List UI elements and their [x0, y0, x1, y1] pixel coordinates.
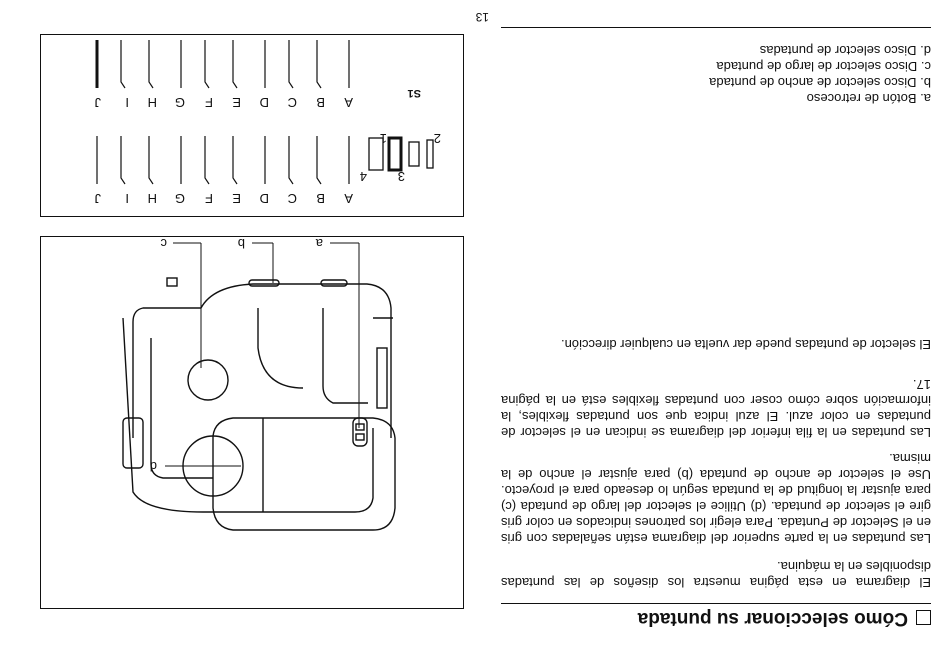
- stitch-pattern-upper-h: [148, 136, 154, 185]
- stitch-chart: 2 3 1 4 S1 A A B B C C D D E E F F G G H H I I J J: [95, 40, 441, 206]
- square-checkbox-icon: [916, 610, 931, 626]
- stitch-pattern-lower-f: [204, 40, 210, 89]
- machine-label-d: d: [150, 459, 157, 474]
- stitch-pattern-lower-h: [148, 40, 154, 89]
- paragraph-direction: El selector de puntadas puede dar vuelta…: [560, 337, 931, 352]
- stitch-pattern-upper-f: [204, 136, 210, 185]
- machine-label-c: c: [160, 238, 167, 251]
- stitch-letter-upper-g: G: [175, 191, 185, 206]
- section-heading: Cómo seleccionar su puntada: [638, 607, 931, 629]
- series-label: S1: [408, 87, 421, 99]
- heading-rule: [501, 603, 931, 604]
- section-title: Cómo seleccionar su puntada: [637, 608, 908, 629]
- stitch-letter-upper-j: J: [95, 191, 102, 206]
- sewing-machine-figure: a b c d: [40, 236, 464, 609]
- machine-label-b: b: [238, 238, 245, 251]
- stitch-pattern-lower-c: [288, 40, 294, 89]
- stitch-pattern-upper-e: [232, 136, 238, 185]
- stitch-letter-upper-e: E: [232, 191, 241, 206]
- callout-c: c. Disco selector de largo de puntada: [716, 59, 931, 74]
- width-option-3: 3: [398, 169, 405, 184]
- stitch-letter-upper-i: I: [125, 191, 129, 206]
- stitch-pattern-upper-b: [316, 136, 322, 185]
- stitch-pattern-upper-c: [288, 136, 294, 185]
- width-option-4: 4: [360, 169, 367, 184]
- paragraph-bottom-row: Las puntadas en la fila inferior del dia…: [501, 377, 931, 440]
- stitch-letter-upper-d: D: [260, 191, 269, 206]
- machine-label-a: a: [315, 238, 323, 251]
- stitch-pattern-upper-i: [120, 136, 126, 185]
- stitch-pattern-lower-i: [120, 40, 126, 89]
- paragraph-intro: El diagrama en esta página muestra los d…: [501, 559, 931, 590]
- stitch-letter-lower-i: I: [125, 95, 129, 110]
- stitch-letter-lower-e: E: [232, 95, 241, 110]
- callout-a: a. Botón de retroceso: [806, 91, 931, 106]
- stitch-letter-lower-g: G: [175, 95, 185, 110]
- sewing-machine-illustration: a b c d: [122, 236, 396, 531]
- stitch-columns: A A B B C C D D E E F F G G H H I I J J: [95, 40, 353, 206]
- stitch-letter-lower-h: H: [148, 95, 157, 110]
- footer-rule: [501, 27, 931, 28]
- page-number: 13: [475, 10, 489, 24]
- stitch-letter-lower-b: B: [316, 95, 325, 110]
- callout-b: b. Disco selector de ancho de puntada: [709, 75, 931, 90]
- paragraph-top-row: Las puntadas en la parte superior del di…: [501, 451, 931, 546]
- stitch-letter-lower-c: C: [288, 95, 297, 110]
- width-option-1: 1: [380, 131, 387, 146]
- stitch-chart-figure: 2 3 1 4 S1 A A B B C C D D E E F F G G H H I I J J: [40, 34, 464, 217]
- stitch-letter-upper-b: B: [316, 191, 325, 206]
- stitch-letter-lower-j: J: [95, 95, 102, 110]
- callout-list: a. Botón de retroceso b. Disco selector …: [709, 42, 931, 106]
- stitch-pattern-lower-b: [316, 40, 322, 89]
- stitch-letter-upper-a: A: [344, 191, 353, 206]
- stitch-letter-lower-d: D: [260, 95, 269, 110]
- stitch-letter-upper-h: H: [148, 191, 157, 206]
- stitch-letter-lower-a: A: [344, 95, 353, 110]
- width-option-2: 2: [434, 131, 441, 146]
- stitch-letter-upper-c: C: [288, 191, 297, 206]
- stitch-letter-upper-f: F: [205, 191, 213, 206]
- stitch-pattern-lower-e: [232, 40, 238, 89]
- stitch-letter-lower-f: F: [205, 95, 213, 110]
- callout-d: d. Disco selector de puntadas: [759, 43, 931, 58]
